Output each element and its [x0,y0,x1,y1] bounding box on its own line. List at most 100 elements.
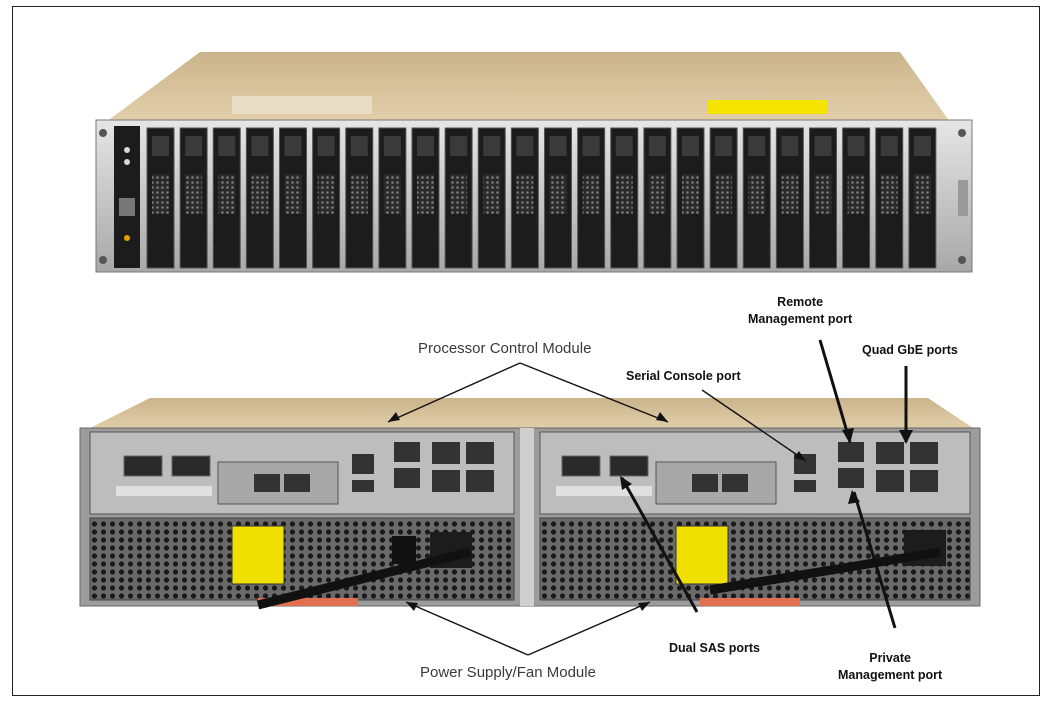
drive-latch [218,136,236,156]
serial-console-port-label: Serial Console port [626,369,741,383]
callout-arrows [387,339,908,656]
pcm-arrow-right [519,362,669,423]
drive-vent [185,174,203,214]
drive-vent [549,174,567,214]
drive-vent [582,174,600,214]
arrow-head [638,602,650,611]
drive-vent [615,174,633,214]
drive-latch [880,136,898,156]
arrow-head [794,451,806,461]
private-mgmt-arrow [852,491,897,629]
arrow-head [848,490,860,504]
drive-vent [350,174,368,214]
drive-vent [284,174,302,214]
card-port [254,474,280,492]
rack-screw [958,256,966,264]
drive-bays [146,127,937,269]
arrow-head [656,412,668,422]
drive-vent [781,174,799,214]
gbe-port [876,442,904,464]
release-tab [700,598,800,606]
sas-arrow [620,477,699,613]
rack-screw [99,129,107,137]
release-tab [258,598,358,606]
mgmt-port [838,468,864,488]
drive-latch [549,136,567,156]
drive-vent [383,174,401,214]
front-id-display [119,198,135,216]
drive-vent [317,174,335,214]
mgmt-port [838,442,864,462]
serial-arrow [701,389,807,462]
card-port [692,474,718,492]
mgmt-port [394,442,420,462]
private-management-port-label: Private Management port [838,650,942,684]
arrow-heads [388,412,913,611]
psu-arrow-right [527,601,651,656]
drive-latch [284,136,302,156]
amber-led [124,235,130,241]
drive-latch [847,136,865,156]
drive-vent [814,174,832,214]
drive-latch [483,136,501,156]
card-port [284,474,310,492]
drive-carrier [279,127,307,269]
controller-label [556,486,652,496]
drive-vent [913,174,931,214]
quad-gbe-ports-label: Quad GbE ports [862,343,958,357]
power-cord [709,547,941,595]
pcm-arrow-left [387,362,521,423]
drive-vent [152,174,169,214]
front-yellow-label [708,100,828,114]
psu-arrow-left [405,601,529,656]
gbe-port [910,470,938,492]
drive-latch [913,136,931,156]
drive-latch [582,136,600,156]
drive-vent [682,174,699,214]
drive-latch [185,136,203,156]
psu-warning-panel [231,525,285,585]
power-switch [392,536,416,564]
gbe-port [432,442,460,464]
drive-vent [880,174,898,214]
rack-screw [958,129,966,137]
usb-port [794,480,816,492]
drive-vent [218,174,236,214]
drive-latch [417,136,434,156]
usb-port [352,480,374,492]
arrow-head [406,602,418,611]
remote-mgmt-arrow [818,339,852,443]
card-port [722,474,748,492]
mgmt-port [394,468,420,488]
drive-vent [748,174,766,214]
drive-latch [648,136,666,156]
drive-latch [748,136,766,156]
rack-screw [99,256,107,264]
rear-enclosure [79,398,981,610]
front-enclosure [95,52,973,273]
drive-vent [251,174,269,214]
power-cord [256,547,472,610]
rear-chassis-top [86,398,976,430]
dual-sas-ports-label: Dual SAS ports [669,641,760,655]
private-mgmt-text: Private Management port [838,651,943,682]
drive-vent [516,174,534,214]
controller-label [116,486,212,496]
drive-vent [450,174,468,214]
arrow-head [842,428,854,444]
front-sticker [232,96,372,114]
drive-latch [781,136,799,156]
drive-latch [814,136,832,156]
gbe-port [876,470,904,492]
drive-latch [516,136,534,156]
drive-vent [648,174,666,214]
serial-port [352,454,374,474]
processor-control-module-label: Processor Control Module [418,340,592,357]
arrow-head [620,476,632,490]
remote-management-port-label: Remote Management port [748,294,852,328]
drive-vent [715,174,733,214]
drive-latch [715,136,733,156]
drive-latch [152,136,169,156]
remote-mgmt-text: Remote Management port [748,295,853,326]
